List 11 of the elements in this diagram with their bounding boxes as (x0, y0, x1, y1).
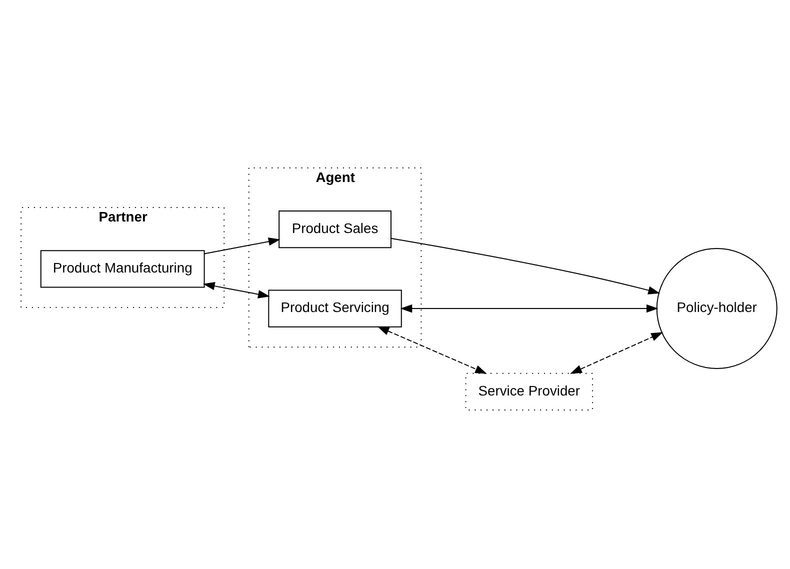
node-box: Service Provider (465, 372, 594, 410)
arrow (204, 237, 280, 254)
node-box: Product Servicing (268, 289, 402, 327)
arrow (400, 304, 658, 312)
arrow (390, 237, 660, 294)
arrow (202, 281, 270, 298)
node-box: Product Sales (278, 210, 392, 248)
arrow (570, 332, 664, 374)
node-box: Product Manufacturing (40, 250, 205, 288)
arrow (377, 326, 488, 374)
node-circle: Policy-holder (656, 248, 778, 369)
